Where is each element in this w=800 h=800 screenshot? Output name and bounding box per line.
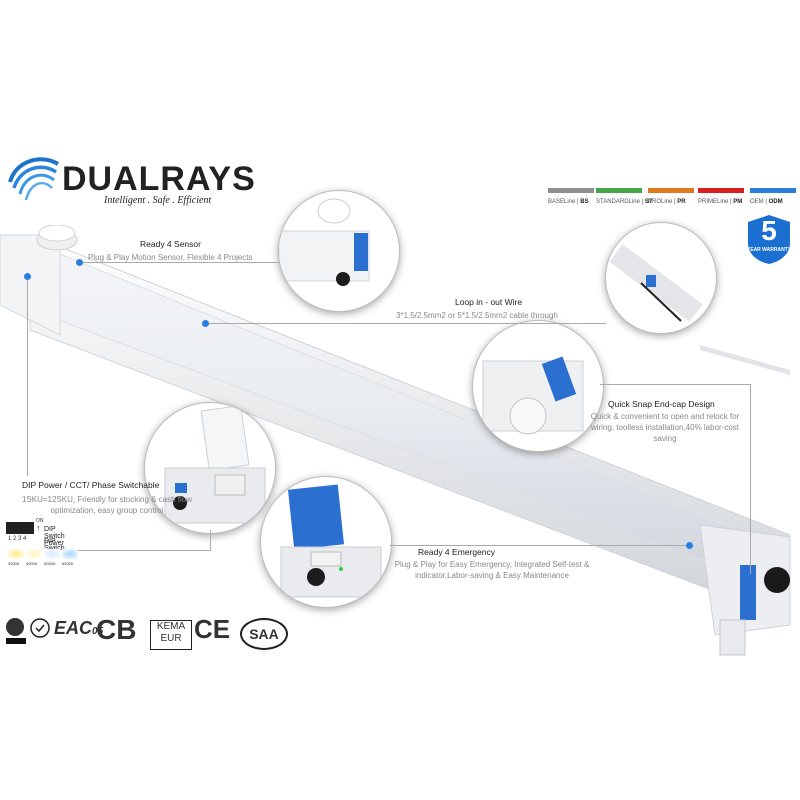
dip-marker-dot: [24, 273, 31, 280]
emergency-title: Ready 4 Emergency: [418, 547, 496, 557]
line-legend-oem: OEM | ODM: [750, 188, 796, 218]
sensor-desc: Plug & Play Motion Sensor, Flexible 4 Pr…: [88, 253, 253, 262]
kema-cert-icon: KEMA EUR: [150, 620, 192, 650]
led-batten-image: [0, 225, 791, 656]
loop-wire-detail-circle: [605, 222, 717, 334]
cb-cert-icon: CB: [96, 614, 137, 645]
endcap-desc: Quick & convenient to open and relock fo…: [590, 412, 740, 443]
loop-desc: 3*1.5/2.5mm2 or 5*1.5/2.5mm2 cable throu…: [396, 311, 558, 320]
cct-swatch-6500k: [62, 549, 78, 559]
emergency-marker-dot: [686, 542, 693, 549]
endcap-connector-line-v: [750, 384, 751, 574]
warranty-label: YEAR WARRANTY: [746, 247, 792, 253]
sensor-connector-line: [80, 262, 280, 263]
endcap-title: Quick Snap End-cap Design: [608, 399, 715, 409]
warranty-badge: 5 YEAR WARRANTY: [746, 213, 792, 265]
dip-connector-line-h: [76, 550, 211, 551]
endcap-connector-line-h: [600, 384, 750, 385]
line-legend-pro: PROLine | PR: [648, 188, 694, 218]
brand-name: DUALRAYS: [62, 160, 256, 198]
dip-detail-circle: [144, 402, 276, 534]
iso-cert-icon: [6, 618, 26, 646]
ukca-cert-icon: [30, 618, 50, 646]
shield-icon: [748, 215, 790, 264]
sensor-detail-circle: [278, 190, 400, 312]
sensor-title: Ready 4 Sensor: [140, 239, 201, 249]
line-legend-standard: STANDARDLine | ST: [596, 188, 652, 218]
dip-connector-line-v2: [210, 530, 211, 550]
dip-switch-icon: [6, 522, 34, 534]
dip-title: DIP Power / CCT/ Phase Switchable: [22, 480, 160, 490]
loop-marker-dot: [202, 320, 209, 327]
dip-desc: 1SKU=12SKU, Friendly for stocking & cash…: [21, 495, 193, 515]
ce-cert-icon: CE: [194, 614, 231, 644]
emergency-connector-line: [390, 545, 690, 546]
emergency-detail-circle: [260, 476, 392, 608]
loop-connector-line: [206, 323, 606, 324]
dip-connector-line-v: [27, 276, 28, 476]
cct-swatch-5000k: [44, 549, 60, 559]
emergency-desc: Plug & Play for Easy Emergency, Integrat…: [394, 560, 590, 580]
warranty-years: 5: [761, 215, 777, 246]
dip-switch-legend: ON ↑ DIP Switch Power 1 2 3 4 DIP Switch…: [4, 516, 78, 574]
sensor-marker-dot: [76, 259, 83, 266]
cct-swatch-3000k: [8, 549, 24, 559]
cct-swatch-4000k: [26, 549, 42, 559]
line-legend-baseline: BASELine | BS: [548, 188, 594, 218]
line-legend-prime: PRIMELine | PM: [698, 188, 744, 218]
loop-title: Loop in - out Wire: [455, 297, 523, 307]
eac-cert-icon: EAC05: [54, 618, 104, 638]
arrow-up-icon: ↑: [36, 523, 41, 533]
dualrays-logo-icon: [8, 157, 60, 201]
saa-cert-icon: SAA: [240, 618, 288, 650]
brand-tagline: Intelligent . Safe . Efficient: [104, 195, 212, 206]
endcap-detail-circle: [472, 320, 604, 452]
